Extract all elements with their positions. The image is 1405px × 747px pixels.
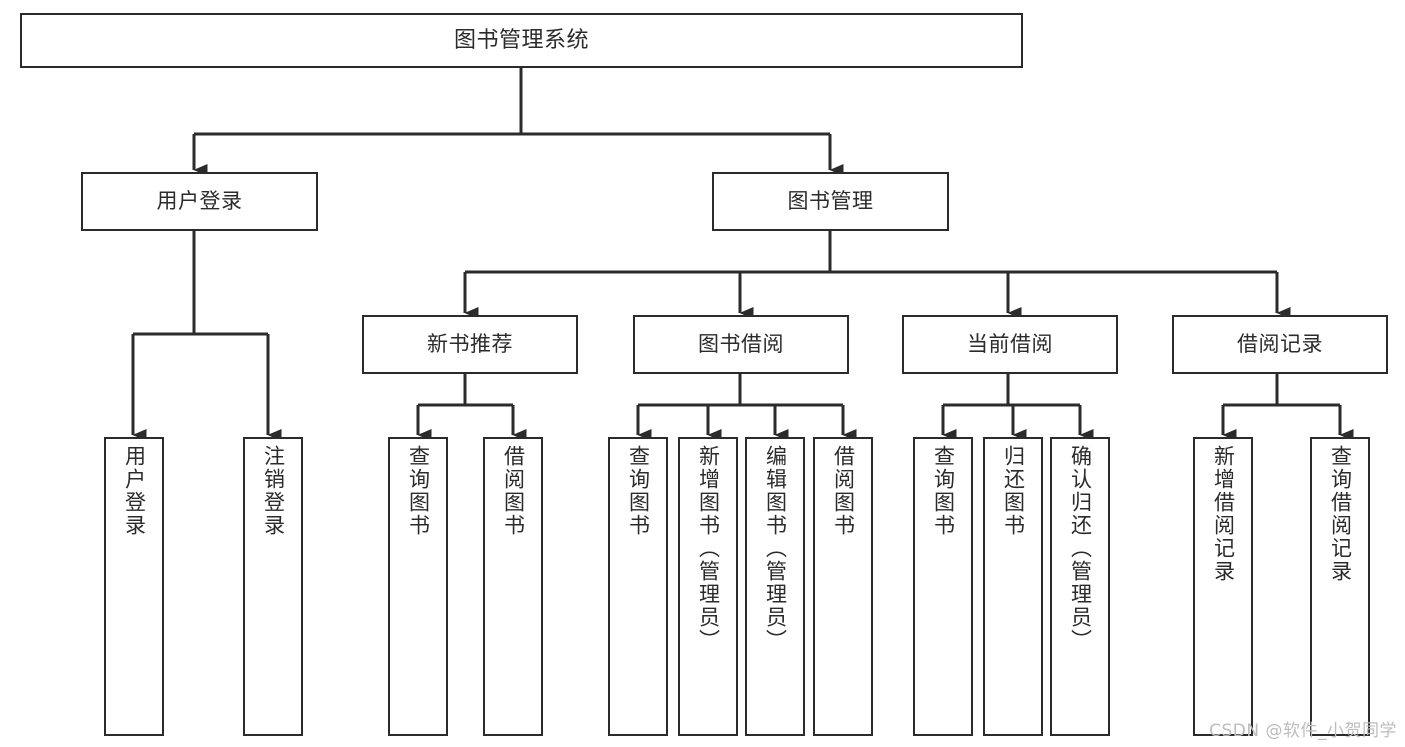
node-leaf-query-book-3[interactable]: 查询图书 [913,437,973,736]
node-leaf-query-book-3-label: 查询图书 [931,445,956,537]
node-leaf-return-book-label: 归还图书 [1001,445,1026,537]
node-leaf-user-login[interactable]: 用户登录 [104,437,164,736]
node-borrow-record-label: 借阅记录 [1237,332,1323,357]
node-current-borrow-label: 当前借阅 [967,332,1053,357]
node-leaf-add-book-label: 新增图书（管理员） [696,445,721,652]
node-leaf-query-record-label: 查询借阅记录 [1328,445,1353,583]
node-new-book-recommend-label: 新书推荐 [427,332,513,357]
node-leaf-query-record[interactable]: 查询借阅记录 [1310,437,1370,736]
node-leaf-logout[interactable]: 注销登录 [243,437,303,736]
node-book-borrow[interactable]: 图书借阅 [633,315,849,374]
node-user-login[interactable]: 用户登录 [81,172,318,231]
node-leaf-borrow-book-1[interactable]: 借阅图书 [483,437,543,736]
node-book-management[interactable]: 图书管理 [712,172,949,231]
node-leaf-logout-label: 注销登录 [261,445,286,537]
node-leaf-user-login-label: 用户登录 [122,445,147,537]
node-leaf-return-book[interactable]: 归还图书 [983,437,1043,736]
node-leaf-query-book-2-label: 查询图书 [626,445,651,537]
node-leaf-query-book-1-label: 查询图书 [406,445,431,537]
node-leaf-add-record[interactable]: 新增借阅记录 [1193,437,1253,736]
node-book-management-label: 图书管理 [787,189,874,214]
node-user-login-label: 用户登录 [156,189,243,214]
node-leaf-confirm-return[interactable]: 确认归还（管理员） [1050,437,1110,736]
node-root[interactable]: 图书管理系统 [20,13,1023,68]
node-root-label: 图书管理系统 [453,27,589,53]
node-current-borrow[interactable]: 当前借阅 [902,315,1118,374]
node-leaf-add-book[interactable]: 新增图书（管理员） [678,437,738,736]
node-leaf-confirm-return-label: 确认归还（管理员） [1068,445,1093,652]
node-leaf-borrow-book-2-label: 借阅图书 [831,445,856,537]
node-leaf-borrow-book-1-label: 借阅图书 [501,445,526,537]
node-leaf-query-book-1[interactable]: 查询图书 [388,437,448,736]
node-new-book-recommend[interactable]: 新书推荐 [362,315,578,374]
node-leaf-edit-book[interactable]: 编辑图书（管理员） [745,437,805,736]
node-leaf-query-book-2[interactable]: 查询图书 [608,437,668,736]
node-leaf-edit-book-label: 编辑图书（管理员） [763,445,788,652]
node-leaf-borrow-book-2[interactable]: 借阅图书 [813,437,873,736]
node-borrow-record[interactable]: 借阅记录 [1172,315,1388,374]
node-book-borrow-label: 图书借阅 [698,332,784,357]
node-leaf-add-record-label: 新增借阅记录 [1211,445,1236,583]
